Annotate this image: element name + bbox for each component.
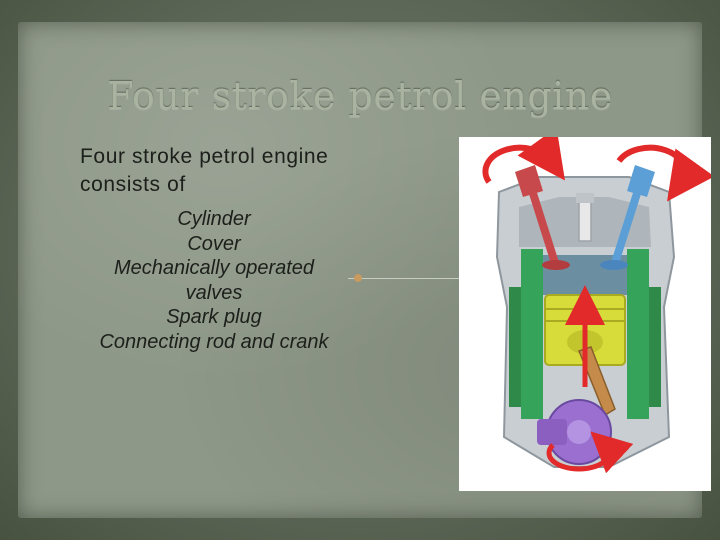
intro-text: Four stroke petrol engine consists of [80, 145, 329, 196]
engine-image [459, 137, 711, 491]
connector-line [348, 278, 460, 279]
component-list: Cylinder Cover Mechanically operated val… [86, 207, 342, 354]
list-item: Cover [187, 232, 241, 255]
list-item: Cylinder [177, 208, 251, 230]
slide-title: Four stroke petrol engine [107, 74, 613, 118]
connector-dot [354, 274, 362, 282]
list-item: Spark plug [166, 306, 262, 328]
engine-cutaway-icon [482, 137, 711, 474]
list-item: Mechanically operated valves [113, 257, 315, 304]
list-item: Connecting rod and crank [99, 330, 329, 353]
